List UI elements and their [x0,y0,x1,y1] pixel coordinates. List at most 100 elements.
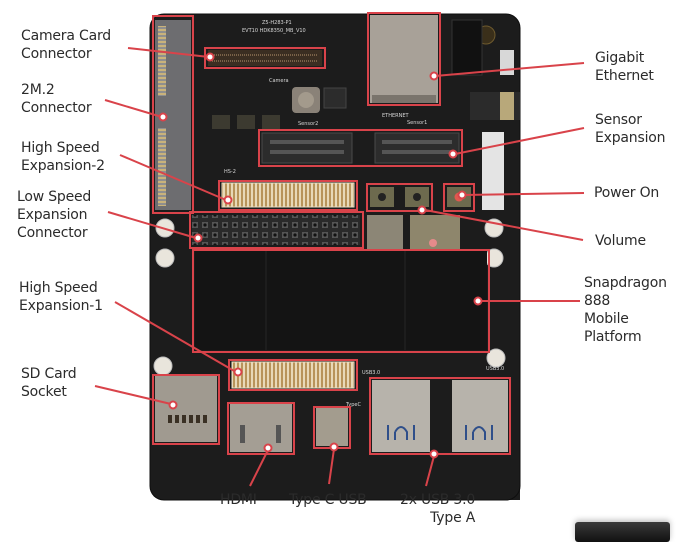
label-snapdragon-888: Snapdragon 888 Mobile Platform [584,274,667,346]
label-m2-connector: 2M.2 Connector [21,81,92,117]
label-high-speed-expansion-2: High Speed Expansion-2 [21,139,105,175]
leader-line-m2 [104,99,163,118]
callout-box-camera [204,47,326,69]
sensor-connector-2 [261,132,353,164]
label-line: Expansion [17,207,88,223]
silk-sensor2: Sensor2 [298,121,318,127]
leader-line-sensor [454,127,585,155]
label-line: Type C USB [289,492,367,508]
label-volume: Volume [595,232,646,250]
leader-line-sd [94,385,172,405]
leader-line-low-speed [107,211,197,239]
leader-dot-power [457,190,467,200]
leader-dot-sensor [448,149,458,159]
callout-box-low-speed [189,211,364,249]
label-line: Platform [584,329,642,345]
low-speed-header [192,215,360,245]
label-line: Ethernet [595,68,654,84]
callout-box-hdmi [227,402,295,455]
label-line: Expansion [595,130,666,146]
type-c-port [316,408,348,446]
leader-dot-hs2 [223,195,233,205]
silk-ethernet: ETHERNET [382,113,410,119]
label-usb-3-type-a: 2x USB 3.0 Type A [400,491,475,527]
leader-dot-usb [429,449,439,459]
label-line: Type A [430,510,476,526]
silk-board-id: Z5-H283-P1 [262,20,292,26]
micro-usb-port [500,50,514,75]
label-power-on: Power On [594,184,659,202]
callout-box-sensor [258,129,463,167]
hs2-connector [221,182,355,208]
label-line: Socket [21,384,67,400]
callout-box-volume [366,183,433,212]
usb-a-port-2 [452,380,508,452]
leader-dot-hdmi [263,443,273,453]
callout-boxes [152,12,511,455]
ethernet-jack [370,15,438,103]
label-line: 2M.2 [21,82,55,98]
callout-box-ethernet [367,12,441,106]
hs1-connector [231,361,355,389]
label-line: 888 [584,293,611,309]
label-line: HDMI [220,492,257,508]
leader-dot-ethernet [429,71,439,81]
label-high-speed-expansion-1: High Speed Expansion-1 [19,279,103,315]
leader-line-camera [127,47,210,58]
leader-dot-camera [205,52,215,62]
silk-sensor1: Sensor1 [407,120,427,126]
snapdragon-soc-module [195,250,487,350]
label-line: Connector [21,46,92,62]
label-line: Sensor [595,112,642,128]
label-line: Power On [594,185,660,201]
label-hdmi: HDMI [220,491,257,509]
label-line: 2x USB 3.0 [400,492,476,508]
usb-a-port-1 [372,380,430,452]
label-line: Expansion-2 [21,158,105,174]
label-line: Connector [17,225,88,241]
leader-line-usb [425,455,435,487]
silk-camera: Camera [269,78,289,84]
label-type-c-usb: Type C USB [289,491,367,509]
leader-line-hs1 [114,301,237,373]
standoff [486,348,506,368]
silk-typec: TypeC [345,402,361,408]
leader-line-volume [424,209,584,241]
label-line: Mobile [584,311,629,327]
leader-dot-typec [329,442,339,452]
label-line: Camera Card [21,28,111,44]
leader-dot-m2 [158,112,168,122]
callout-box-power [443,183,475,212]
leader-lines [94,47,585,487]
standoff [153,356,173,376]
label-camera-card-connector: Camera Card Connector [21,27,111,63]
leader-dot-volume [417,205,427,215]
label-gigabit-ethernet: Gigabit Ethernet [595,49,654,85]
label-line: High Speed [21,140,100,156]
silk-usb30-a: USB3.0 [362,370,380,376]
leader-dot-low-speed [193,233,203,243]
label-line: High Speed [19,280,98,296]
label-line: Low Speed [17,189,92,205]
label-sd-card-socket: SD Card Socket [21,365,77,401]
callout-box-usb [369,377,511,455]
label-sensor-expansion: Sensor Expansion [595,111,665,147]
leader-line-power [462,192,585,196]
standoff [484,248,504,268]
leader-dot-soc [473,296,483,306]
leader-line-hdmi [249,449,269,487]
hdmi-port [230,404,292,452]
leader-dot-sd [168,400,178,410]
sensor-connector-1 [374,132,460,164]
label-line: Connector [21,100,92,116]
callout-box-hs1 [228,359,358,391]
silk-hs2: HS-2 [224,169,236,175]
standoff [155,248,175,268]
sd-card-socket [155,376,217,442]
label-line: Expansion-1 [19,298,103,314]
leader-dot-hs1 [233,367,243,377]
label-low-speed-expansion-connector: Low Speed Expansion Connector [17,188,91,242]
leader-line-ethernet [434,62,585,77]
label-line: Snapdragon [584,275,667,291]
